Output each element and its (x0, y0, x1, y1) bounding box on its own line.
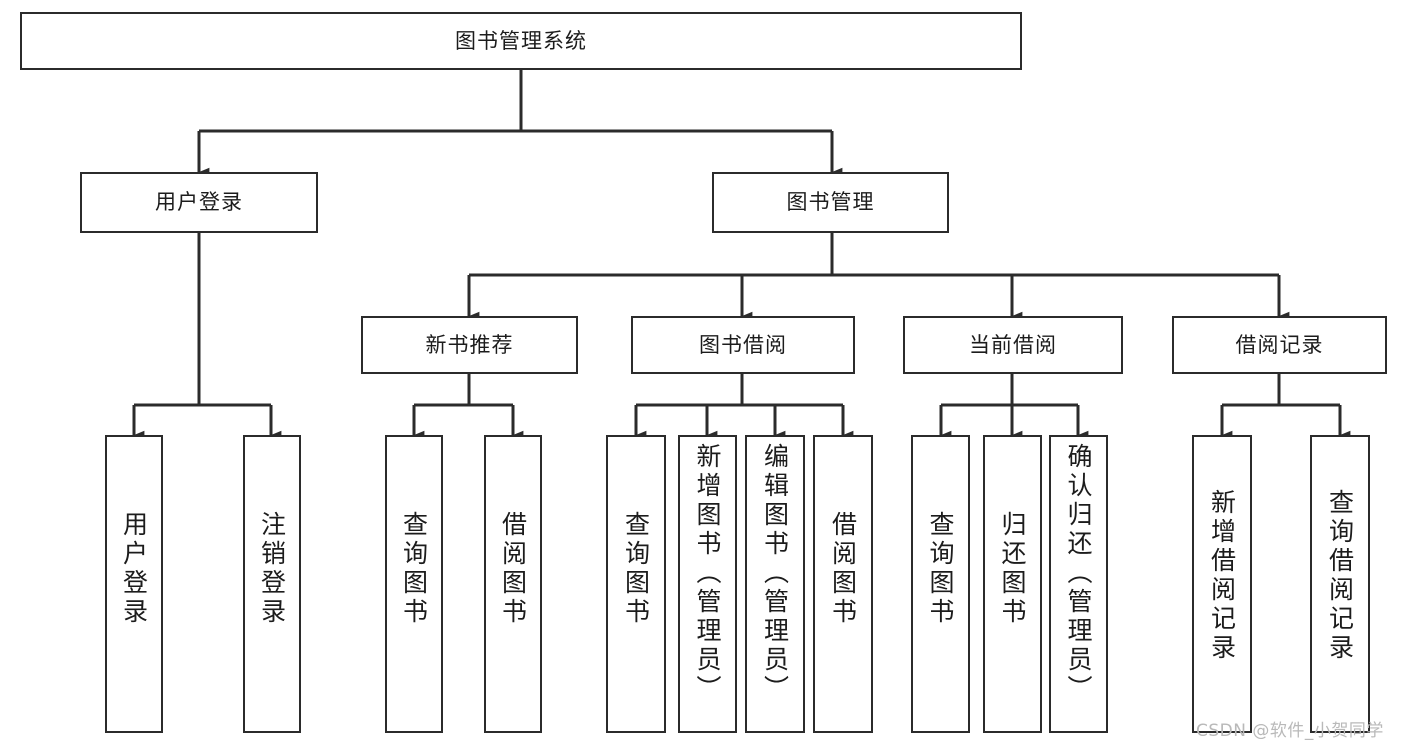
leaf-borrow-record-query[interactable]: 查询借阅记录 (1310, 435, 1370, 733)
leaf-current-borrow-return[interactable]: 归还图书 (983, 435, 1042, 733)
leaf-book-borrow-borrow[interactable]: 借阅图书 (813, 435, 873, 733)
node-label: 图书借阅 (699, 332, 787, 357)
node-label: 图书管理 (786, 190, 875, 215)
node-label: 新增图书（管理员） (693, 443, 722, 704)
node-book-management[interactable]: 图书管理 (712, 172, 949, 233)
node-label: 新增借阅记录 (1207, 489, 1237, 663)
node-label: 查询图书 (399, 511, 429, 627)
node-label: 查询图书 (621, 511, 651, 627)
leaf-new-book-borrow[interactable]: 借阅图书 (484, 435, 542, 733)
node-book-borrow[interactable]: 图书借阅 (631, 316, 855, 374)
node-label: 编辑图书（管理员） (760, 443, 790, 704)
node-label: 用户登录 (119, 511, 149, 627)
leaf-book-borrow-edit[interactable]: 编辑图书（管理员） (745, 435, 805, 733)
node-label: 当前借阅 (969, 332, 1057, 357)
node-label: 新书推荐 (425, 332, 514, 357)
node-label: 注销登录 (257, 511, 287, 627)
node-user-login[interactable]: 用户登录 (80, 172, 318, 233)
node-label: 确认归还（管理员） (1064, 443, 1093, 704)
leaf-current-borrow-confirm-return[interactable]: 确认归还（管理员） (1049, 435, 1108, 733)
node-label: 借阅记录 (1235, 332, 1324, 357)
node-borrow-record[interactable]: 借阅记录 (1172, 316, 1387, 374)
node-label: 图书管理系统 (455, 28, 587, 53)
leaf-borrow-record-add[interactable]: 新增借阅记录 (1192, 435, 1252, 733)
node-label: 借阅图书 (828, 511, 858, 627)
node-root-system[interactable]: 图书管理系统 (20, 12, 1022, 70)
node-label: 查询图书 (926, 511, 955, 627)
leaf-user-login-logout[interactable]: 注销登录 (243, 435, 301, 733)
leaf-book-borrow-add[interactable]: 新增图书（管理员） (678, 435, 737, 733)
node-label: 查询借阅记录 (1325, 489, 1355, 663)
node-label: 归还图书 (998, 511, 1027, 627)
node-current-borrow[interactable]: 当前借阅 (903, 316, 1123, 374)
leaf-book-borrow-query[interactable]: 查询图书 (606, 435, 666, 733)
node-label: 用户登录 (155, 190, 243, 215)
node-new-book-recommend[interactable]: 新书推荐 (361, 316, 578, 374)
leaf-new-book-query[interactable]: 查询图书 (385, 435, 443, 733)
node-label: 借阅图书 (498, 511, 528, 627)
leaf-current-borrow-query[interactable]: 查询图书 (911, 435, 970, 733)
leaf-user-login-login[interactable]: 用户登录 (105, 435, 163, 733)
